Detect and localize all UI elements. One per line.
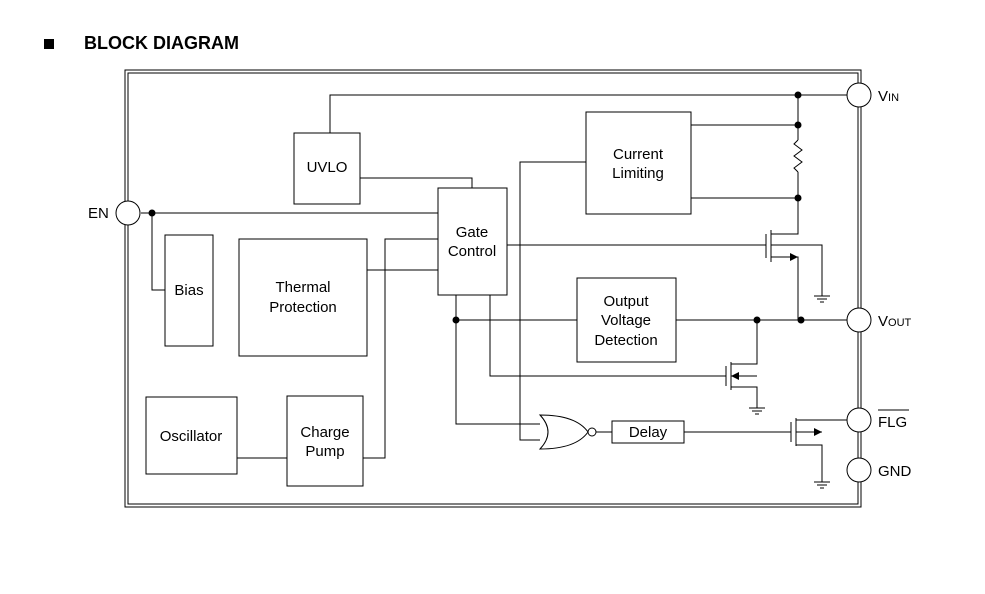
vin-pin-label: VIN (878, 88, 899, 105)
charge-pump-label-2: Pump (305, 443, 344, 460)
vin-wire (329, 94, 847, 133)
gate-control-label-1: Gate (456, 224, 489, 241)
vout-pin-label: VOUT (878, 313, 912, 330)
gate-control-block (437, 187, 508, 296)
discharge-fet-drain (731, 320, 758, 365)
nor-inverter-bubble (587, 427, 597, 437)
gate-to-nor-wire (455, 320, 540, 425)
uvlo-wire (360, 177, 473, 188)
output-voltage-label-1: Output (603, 293, 649, 310)
en-pin-label: EN (88, 205, 109, 222)
uvlo-block (293, 132, 361, 205)
output-voltage-label-2: Voltage (601, 312, 651, 329)
oscillator-block (145, 396, 238, 475)
gate-control-label-2: Control (448, 243, 496, 260)
page-title: BLOCK DIAGRAM (44, 33, 239, 54)
nor-gate (538, 414, 589, 450)
flg-pin-label: FLG (878, 414, 907, 431)
gnd-pin (846, 457, 872, 483)
discharge-gate-wire (489, 295, 726, 377)
vout-pin (846, 307, 872, 333)
thermal-protection-block (238, 238, 368, 357)
current-limiting-label-2: Limiting (612, 165, 664, 182)
flg-fet-source (796, 444, 823, 482)
charge-pump-block (286, 395, 364, 487)
discharge-fet-arrow (731, 372, 739, 380)
power-fet-drain (771, 226, 799, 235)
chip-outline-inner (127, 72, 859, 505)
output-voltage-label-3: Detection (594, 332, 657, 349)
en-bias-wire (151, 213, 165, 291)
delay-label: Delay (629, 424, 668, 441)
gnd-pin-label: GND (878, 463, 912, 480)
charge-pump-wire (363, 238, 438, 459)
current-limiting-label-1: Current (613, 146, 664, 163)
chip-outline (124, 69, 862, 508)
vin-pin (846, 82, 872, 108)
flg-fet-arrow (814, 428, 822, 436)
current-limiting-block (585, 111, 692, 215)
flg-pin (846, 407, 872, 433)
power-fet-source (771, 256, 799, 320)
charge-pump-label-1: Charge (300, 424, 349, 441)
power-fet-body (771, 244, 823, 296)
discharge-fet-source (731, 386, 758, 408)
bullet-icon (44, 38, 54, 49)
page-title-text: BLOCK DIAGRAM (84, 33, 239, 53)
thermal-label-1: Thermal (275, 279, 330, 296)
en-pin (115, 200, 141, 226)
power-fet-arrow (790, 253, 798, 261)
uvlo-label: UVLO (307, 159, 348, 176)
thermal-label-2: Protection (269, 299, 337, 316)
sense-resistor (793, 139, 803, 173)
oscillator-label: Oscillator (160, 428, 223, 445)
current-limit-wire (519, 161, 586, 441)
bias-label: Bias (174, 282, 203, 299)
